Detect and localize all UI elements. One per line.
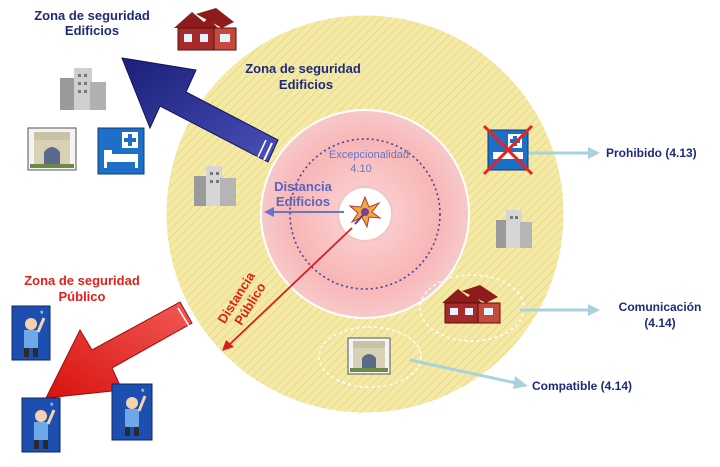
house-icon — [174, 8, 237, 51]
compatible-dashed-ellipse — [318, 326, 422, 388]
building-zone-arrow — [121, 57, 279, 163]
label-comunicacion-2: (4.14) — [644, 316, 675, 330]
label-distancia-edificios-2: Edificios — [276, 194, 330, 209]
svg-text:*: * — [141, 387, 145, 397]
public-zone-arrow — [45, 301, 196, 399]
callout-arrow-comunicacion — [520, 304, 600, 316]
exception-dotted-circle — [289, 138, 441, 290]
callout-arrow-compatible — [409, 358, 528, 389]
label-comunicacion-1: Comunicación — [619, 300, 702, 314]
label-outer-zone-ring-2: Edificios — [279, 77, 333, 92]
label-outer-zone-ring-1: Zona de seguridad — [245, 61, 361, 76]
house-icon — [442, 285, 501, 324]
building-icon — [496, 210, 532, 248]
building-icon — [60, 68, 106, 110]
communication-dashed-ellipse — [419, 274, 525, 342]
people-icon: * — [21, 397, 61, 453]
explosion-icon — [348, 195, 382, 229]
building-distance-arrow — [264, 207, 344, 217]
people-icon: * — [111, 383, 153, 441]
people-icon: * — [11, 305, 51, 361]
svg-text:*: * — [40, 309, 44, 319]
label-outer-zone-top-left-1: Zona de seguridad — [34, 8, 150, 23]
prohibited-cross-icon — [482, 124, 534, 176]
building-icon — [194, 166, 236, 206]
label-prohibido: Prohibido (4.13) — [606, 146, 697, 160]
label-excepcionalidad-1: Excepcionalidad — [329, 149, 409, 161]
label-compatible: Compatible (4.14) — [532, 379, 632, 393]
label-excepcionalidad-2: 4.10 — [350, 163, 371, 175]
arch-monument-icon — [27, 127, 77, 171]
label-public-zone-2: Público — [59, 289, 106, 304]
svg-text:*: * — [50, 401, 54, 411]
label-distancia-edificios-1: Distancia — [274, 179, 333, 194]
public-distance-arrow — [222, 227, 353, 351]
hospital-icon — [97, 127, 145, 175]
callout-arrow-prohibido — [522, 147, 600, 159]
label-outer-zone-top-left-2: Edificios — [65, 23, 119, 38]
label-public-zone-1: Zona de seguridad — [24, 273, 140, 288]
arch-monument-icon — [347, 337, 391, 375]
